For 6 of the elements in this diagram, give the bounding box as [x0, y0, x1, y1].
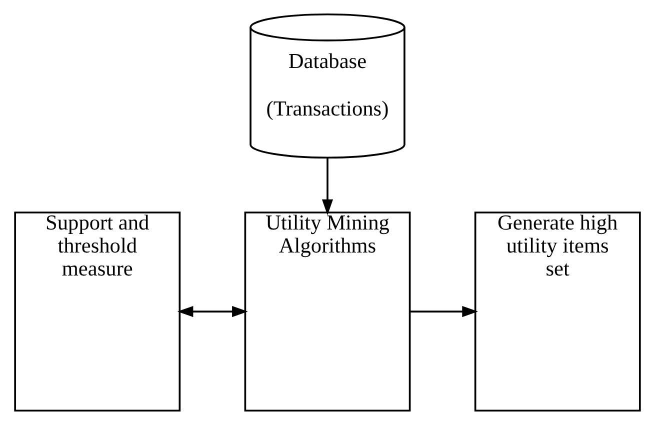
- node-box: Utility Mining Algorithms: [244, 212, 411, 412]
- arrow: [410, 306, 478, 318]
- arrow: [322, 158, 334, 216]
- node-box: Generate high utility items set: [474, 212, 641, 412]
- arrow: [177, 306, 248, 318]
- node-box: Support and threshold measure: [14, 212, 181, 412]
